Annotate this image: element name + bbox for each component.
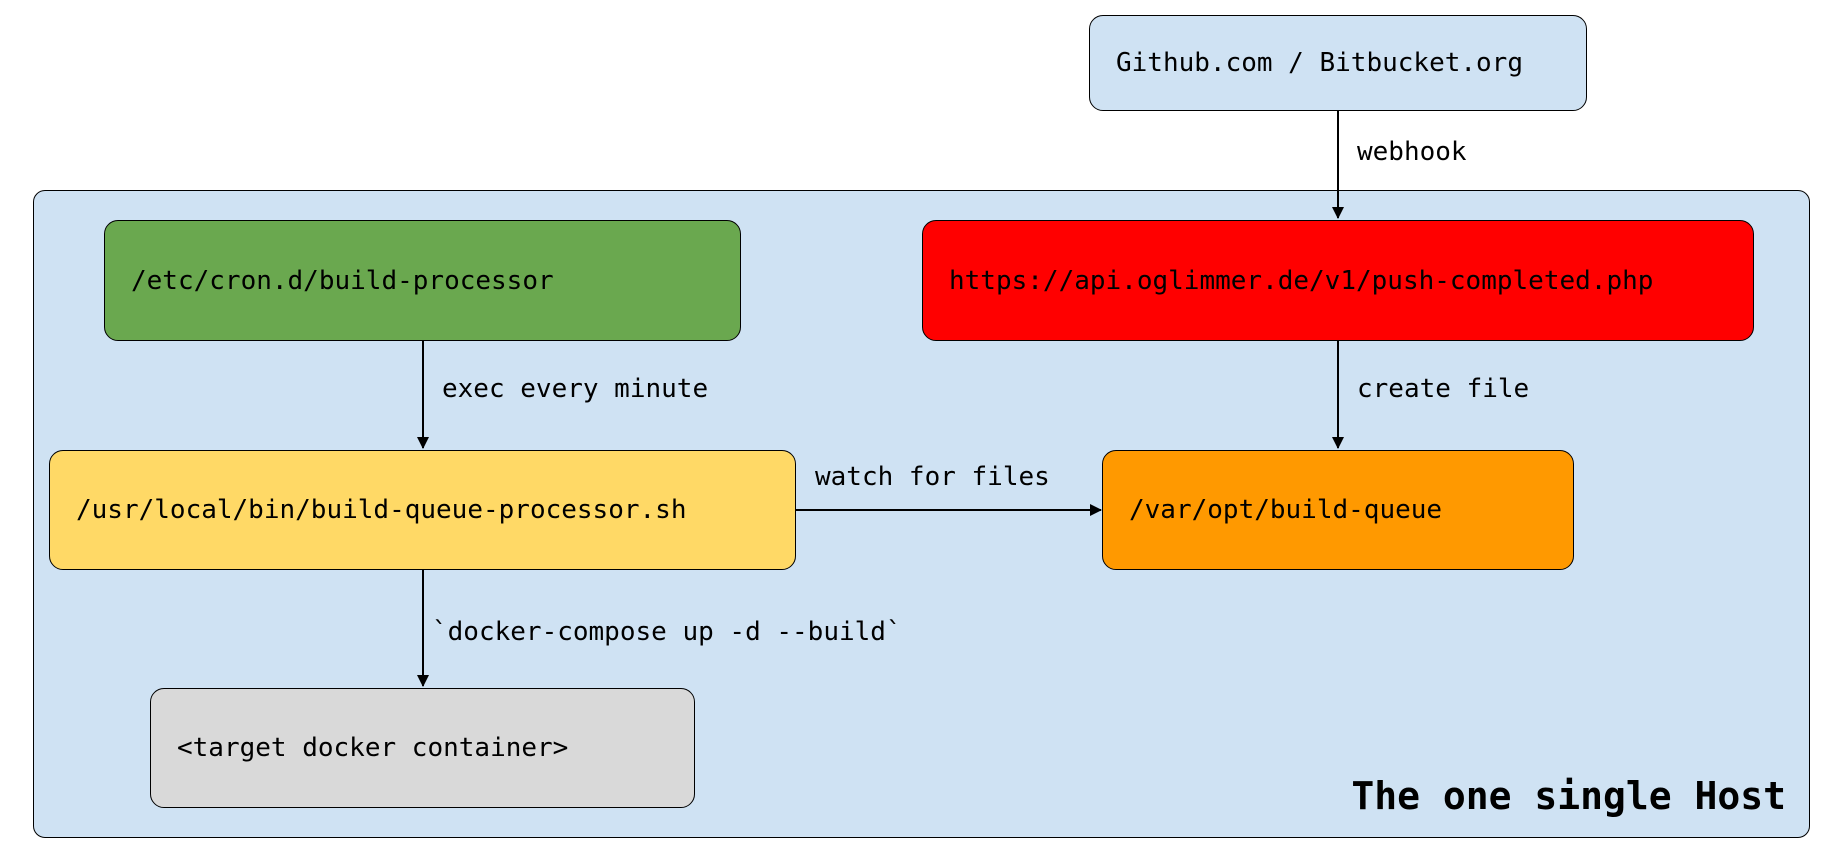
edge-label-webhook: webhook — [1357, 137, 1467, 167]
node-github: Github.com / Bitbucket.org — [1089, 15, 1587, 111]
host-title: The one single Host — [1351, 774, 1786, 818]
node-github-label: Github.com / Bitbucket.org — [1116, 48, 1523, 78]
node-target: <target docker container> — [150, 688, 695, 808]
node-target-label: <target docker container> — [177, 733, 569, 763]
node-api: https://api.oglimmer.de/v1/push-complete… — [922, 220, 1754, 341]
node-cron-label: /etc/cron.d/build-processor — [131, 265, 554, 296]
edge-label-create-file: create file — [1357, 374, 1530, 404]
node-processor: /usr/local/bin/build-queue-processor.sh — [49, 450, 796, 570]
node-queue: /var/opt/build-queue — [1102, 450, 1574, 570]
node-processor-label: /usr/local/bin/build-queue-processor.sh — [76, 495, 687, 525]
edge-label-exec: exec every minute — [442, 374, 709, 404]
edge-label-watch: watch for files — [815, 462, 1050, 492]
node-cron: /etc/cron.d/build-processor — [104, 220, 741, 341]
edge-label-compose: `docker-compose up -d --build` — [432, 617, 902, 647]
node-api-label: https://api.oglimmer.de/v1/push-complete… — [949, 265, 1654, 296]
node-queue-label: /var/opt/build-queue — [1129, 495, 1443, 525]
